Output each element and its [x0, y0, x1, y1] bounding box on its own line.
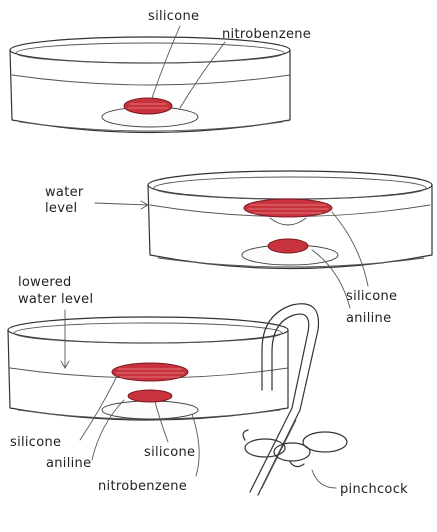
silicone-drop-middle-lower: [267, 238, 309, 254]
label-water-level-1: water: [45, 185, 84, 200]
label-aniline-middle: aniline: [346, 311, 391, 326]
label-water-level-2: level: [45, 201, 77, 216]
leader-pinchcock: [311, 469, 337, 489]
label-lowered-2: water level: [18, 292, 93, 307]
label-pinchcock: pinchcock: [340, 482, 408, 497]
leader-silicone-top: [151, 25, 181, 99]
leader-water-level-arrow: [140, 200, 149, 210]
panel-bottom: lowered water level silicone aniline sil…: [7, 275, 408, 497]
silicone-drop-top: [123, 97, 173, 115]
dish-top: [9, 36, 291, 134]
siphon-tube: [249, 303, 320, 496]
label-nitrobenzene-bottom: nitrobenzene: [98, 479, 187, 494]
silicone-drop-middle-floating: [243, 198, 333, 226]
label-silicone-bottom-left: silicone: [10, 435, 61, 450]
label-silicone-middle: silicone: [346, 289, 397, 304]
label-aniline-bottom: aniline: [46, 456, 91, 471]
leader-silicone-bottom-center: [154, 401, 169, 443]
pinchcock-clamp: [242, 429, 348, 468]
label-silicone-bottom-center: silicone: [144, 445, 195, 460]
leader-silicone-middle: [331, 211, 369, 287]
leader-lowered-arrow: [60, 360, 70, 369]
silicone-drop-bottom-lower: [127, 389, 173, 403]
leader-silicone-bottom-left: [79, 377, 117, 441]
leader-aniline-bottom: [91, 399, 125, 461]
panel-top: silicone nitrobenzene: [9, 9, 311, 134]
label-lowered-1: lowered: [18, 275, 72, 290]
silicone-drop-bottom-floating: [111, 362, 189, 382]
leader-water-level: [94, 202, 149, 206]
nitrobenzene-puddle-bottom: [101, 400, 199, 420]
label-silicone-top: silicone: [148, 9, 199, 24]
leader-nitrobenzene-bottom: [191, 413, 200, 477]
leader-aniline-middle: [311, 249, 351, 309]
label-nitrobenzene-top: nitrobenzene: [222, 27, 311, 42]
leader-nitrobenzene-top: [179, 41, 226, 109]
panel-middle: water level silicone aniline: [45, 170, 433, 326]
